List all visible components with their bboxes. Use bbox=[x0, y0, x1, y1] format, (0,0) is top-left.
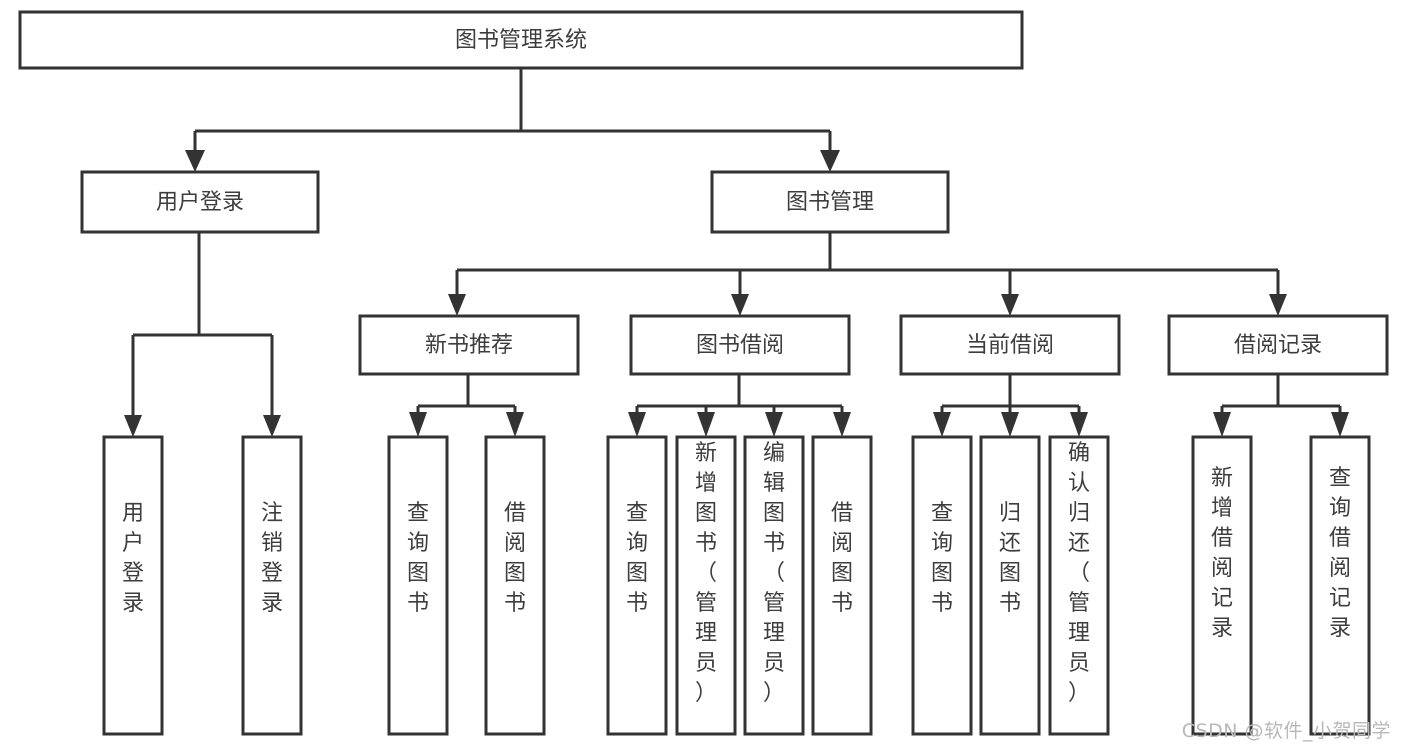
node-user-login-box[interactable] bbox=[80, 170, 320, 234]
arrow-head-leaf-borrow-book-2 bbox=[833, 412, 851, 437]
node-leaf-query-book-1[interactable]: 查询图书 bbox=[387, 435, 449, 736]
arrow-head-leaf-user-logout bbox=[263, 415, 281, 437]
arrow-head-leaf-add-book bbox=[697, 412, 715, 437]
node-book-borrow[interactable]: 图书借阅 bbox=[629, 314, 851, 376]
node-book-manage-label: 图书管理 bbox=[786, 190, 874, 215]
node-leaf-edit-book-label: 编辑图书（管理员） bbox=[763, 441, 785, 706]
node-current-borrow-box[interactable] bbox=[899, 314, 1121, 376]
node-leaf-query-record-box[interactable] bbox=[1309, 435, 1371, 736]
node-leaf-borrow-book-1-box[interactable] bbox=[484, 435, 546, 736]
node-book-borrow-box[interactable] bbox=[629, 314, 851, 376]
node-leaf-user-login[interactable]: 用户登录 bbox=[102, 435, 164, 736]
node-leaf-user-logout-label: 注销登录 bbox=[261, 501, 283, 616]
node-borrow-record[interactable]: 借阅记录 bbox=[1167, 314, 1389, 376]
node-book-manage-box[interactable] bbox=[710, 170, 950, 234]
node-leaf-query-book-2-box[interactable] bbox=[606, 435, 668, 736]
arrow-head-book-borrow bbox=[731, 294, 749, 316]
node-current-borrow[interactable]: 当前借阅 bbox=[899, 314, 1121, 376]
arrow-head-borrow-record bbox=[1269, 294, 1287, 316]
node-leaf-query-record-label: 查询借阅记录 bbox=[1329, 466, 1351, 641]
arrow-head-leaf-query-book-3 bbox=[933, 412, 951, 437]
node-leaf-user-login-label: 用户登录 bbox=[122, 501, 144, 616]
arrow-head-leaf-add-record bbox=[1213, 412, 1231, 437]
node-leaf-add-book-box[interactable] bbox=[675, 435, 737, 736]
node-current-borrow-label: 当前借阅 bbox=[966, 333, 1054, 358]
node-leaf-borrow-book-2-label: 借阅图书 bbox=[831, 501, 853, 616]
node-borrow-record-label: 借阅记录 bbox=[1234, 333, 1322, 358]
arrow-head-book-manage bbox=[820, 150, 840, 172]
arrow-head-user-login bbox=[185, 150, 205, 172]
node-leaf-query-book-1-label: 查询图书 bbox=[407, 501, 429, 616]
node-leaf-user-logout[interactable]: 注销登录 bbox=[241, 435, 303, 736]
node-root[interactable]: 图书管理系统 bbox=[18, 10, 1024, 70]
node-borrow-record-box[interactable] bbox=[1167, 314, 1389, 376]
node-new-book-recommend-box[interactable] bbox=[358, 314, 580, 376]
node-leaf-borrow-book-2-box[interactable] bbox=[811, 435, 873, 736]
node-book-borrow-label: 图书借阅 bbox=[696, 333, 784, 358]
node-user-login-label: 用户登录 bbox=[156, 190, 244, 215]
arrow-head-leaf-query-book-2 bbox=[628, 412, 646, 437]
node-leaf-add-book-label: 新增图书（管理员） bbox=[695, 441, 717, 706]
node-leaf-borrow-book-2[interactable]: 借阅图书 bbox=[811, 435, 873, 736]
node-leaf-query-book-3-box[interactable] bbox=[911, 435, 973, 736]
node-leaf-query-book-2-label: 查询图书 bbox=[626, 501, 648, 616]
node-leaf-add-record-box[interactable] bbox=[1191, 435, 1253, 736]
node-leaf-user-login-box[interactable] bbox=[102, 435, 164, 736]
node-leaf-user-logout-box[interactable] bbox=[241, 435, 303, 736]
node-leaf-add-record[interactable]: 新增借阅记录 bbox=[1191, 435, 1253, 736]
node-leaf-borrow-book-1[interactable]: 借阅图书 bbox=[484, 435, 546, 736]
node-leaf-query-book-2[interactable]: 查询图书 bbox=[606, 435, 668, 736]
node-leaf-return-book-label: 归还图书 bbox=[999, 501, 1021, 616]
node-leaf-confirm-return-box[interactable] bbox=[1048, 435, 1110, 736]
arrow-head-leaf-return-book bbox=[1001, 412, 1019, 437]
arrow-head-leaf-user-login bbox=[124, 415, 142, 437]
node-leaf-edit-book[interactable]: 编辑图书（管理员） bbox=[743, 435, 805, 736]
node-leaf-query-book-3-label: 查询图书 bbox=[931, 501, 953, 616]
node-leaf-query-book-1-box[interactable] bbox=[387, 435, 449, 736]
connector-group bbox=[124, 68, 1349, 437]
arrow-head-current-borrow bbox=[1001, 294, 1019, 316]
arrow-head-leaf-query-record bbox=[1331, 412, 1349, 437]
node-new-book-recommend-label: 新书推荐 bbox=[425, 333, 513, 358]
node-leaf-return-book-box[interactable] bbox=[979, 435, 1041, 736]
node-leaf-add-record-label: 新增借阅记录 bbox=[1211, 466, 1233, 641]
arrow-head-leaf-borrow-book-1 bbox=[506, 412, 524, 437]
node-leaf-query-book-3[interactable]: 查询图书 bbox=[911, 435, 973, 736]
arrow-head-leaf-edit-book bbox=[765, 412, 783, 437]
arrow-head-leaf-confirm-return bbox=[1070, 412, 1088, 437]
node-leaf-confirm-return-label: 确认归还（管理员） bbox=[1068, 441, 1090, 706]
node-leaf-add-book[interactable]: 新增图书（管理员） bbox=[675, 435, 737, 736]
node-leaf-query-record[interactable]: 查询借阅记录 bbox=[1309, 435, 1371, 736]
node-leaf-return-book[interactable]: 归还图书 bbox=[979, 435, 1041, 736]
node-user-login[interactable]: 用户登录 bbox=[80, 170, 320, 234]
node-book-manage[interactable]: 图书管理 bbox=[710, 170, 950, 234]
node-leaf-confirm-return[interactable]: 确认归还（管理员） bbox=[1048, 435, 1110, 736]
node-new-book-recommend[interactable]: 新书推荐 bbox=[358, 314, 580, 376]
node-leaf-edit-book-box[interactable] bbox=[743, 435, 805, 736]
node-root-label: 图书管理系统 bbox=[455, 28, 587, 53]
node-leaf-borrow-book-1-label: 借阅图书 bbox=[504, 501, 526, 616]
node-root-box[interactable] bbox=[18, 10, 1024, 70]
arrow-head-new-book-recommend bbox=[448, 294, 466, 316]
arrow-head-leaf-query-book-1 bbox=[409, 412, 427, 437]
